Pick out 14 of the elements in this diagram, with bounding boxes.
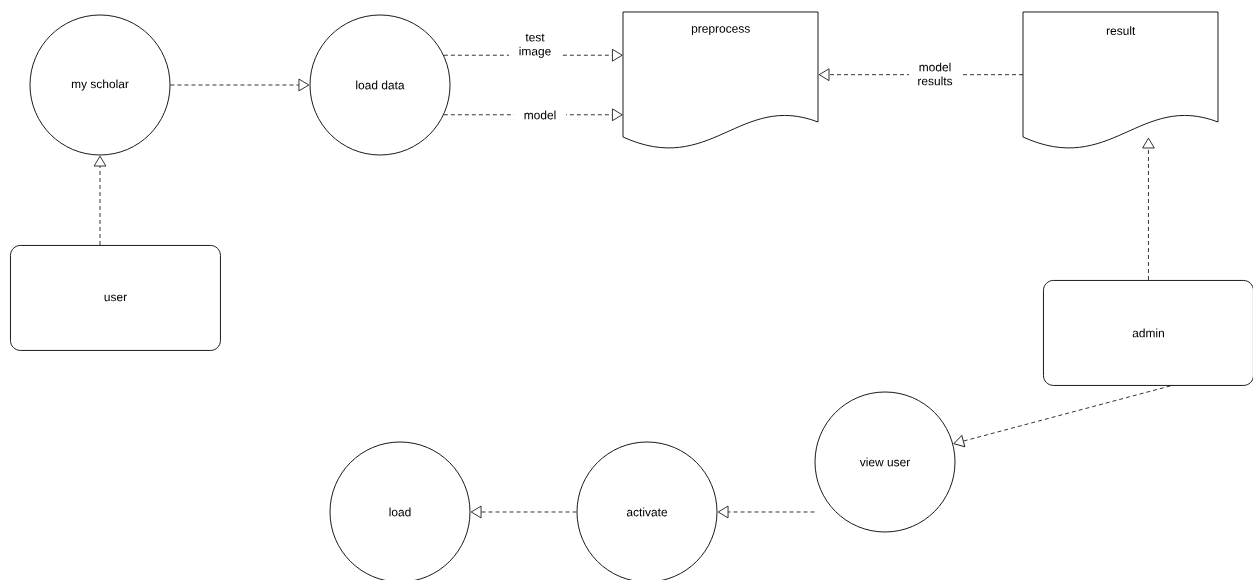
dashed-arrow	[953, 385, 1171, 448]
rounded-box: admin	[1043, 280, 1253, 386]
rounded-box: user	[10, 245, 221, 351]
dashed-arrow	[93, 155, 107, 246]
dashed-arrow	[1142, 137, 1155, 281]
dashed-arrow	[170, 78, 310, 92]
dashed-arrow	[470, 505, 577, 519]
edge-label: model results	[909, 61, 961, 87]
circle-node: load data	[309, 14, 451, 156]
dashed-arrow	[717, 505, 815, 519]
circle-node: my scholar	[29, 14, 171, 156]
circle-node: view user	[814, 391, 956, 533]
edge-label: model	[514, 109, 566, 121]
edge-label: test image	[509, 32, 561, 59]
